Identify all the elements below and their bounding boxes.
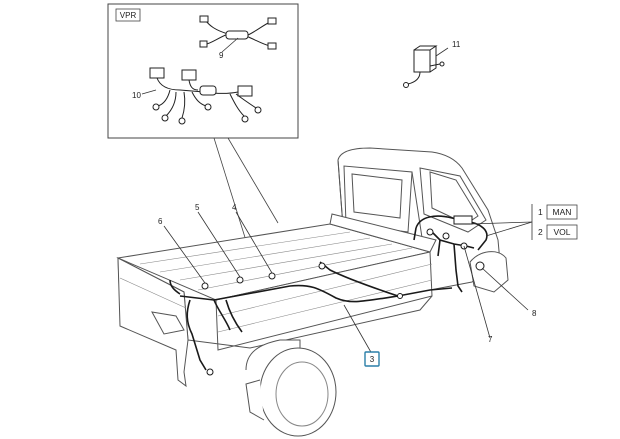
inset-box: VPR [107,3,299,139]
callout-10: 10 [132,91,141,100]
variant-2-label: VOL [553,227,570,237]
wiring-harness-3 [169,261,453,376]
cab-harness [413,215,488,293]
variant-table: 1 MAN 2 VOL [531,204,578,240]
callout-3-box[interactable]: 3 [364,351,380,367]
callout-4: 4 [232,203,237,212]
callout-11: 11 [452,40,461,49]
callout-6: 6 [158,217,163,226]
part-11-drawing [403,45,445,88]
callout-5: 5 [195,203,200,212]
variant-1-number: 1 [538,207,543,217]
variant-1-label: MAN [553,207,572,217]
rear-wheel [245,339,337,437]
inset-title: VPR [120,11,137,20]
harness-10-drawing [149,67,262,125]
cargo-bed-outline [116,213,437,388]
callout-3: 3 [370,355,375,364]
callout-7: 7 [488,335,493,344]
callout-leader-lines [141,37,533,355]
callout-labels: 11 9 10 6 5 4 7 8 [132,40,537,344]
harness-9-drawing [199,15,277,50]
callout-9: 9 [219,51,224,60]
callout-8: 8 [532,309,537,318]
variant-2-number: 2 [538,227,543,237]
